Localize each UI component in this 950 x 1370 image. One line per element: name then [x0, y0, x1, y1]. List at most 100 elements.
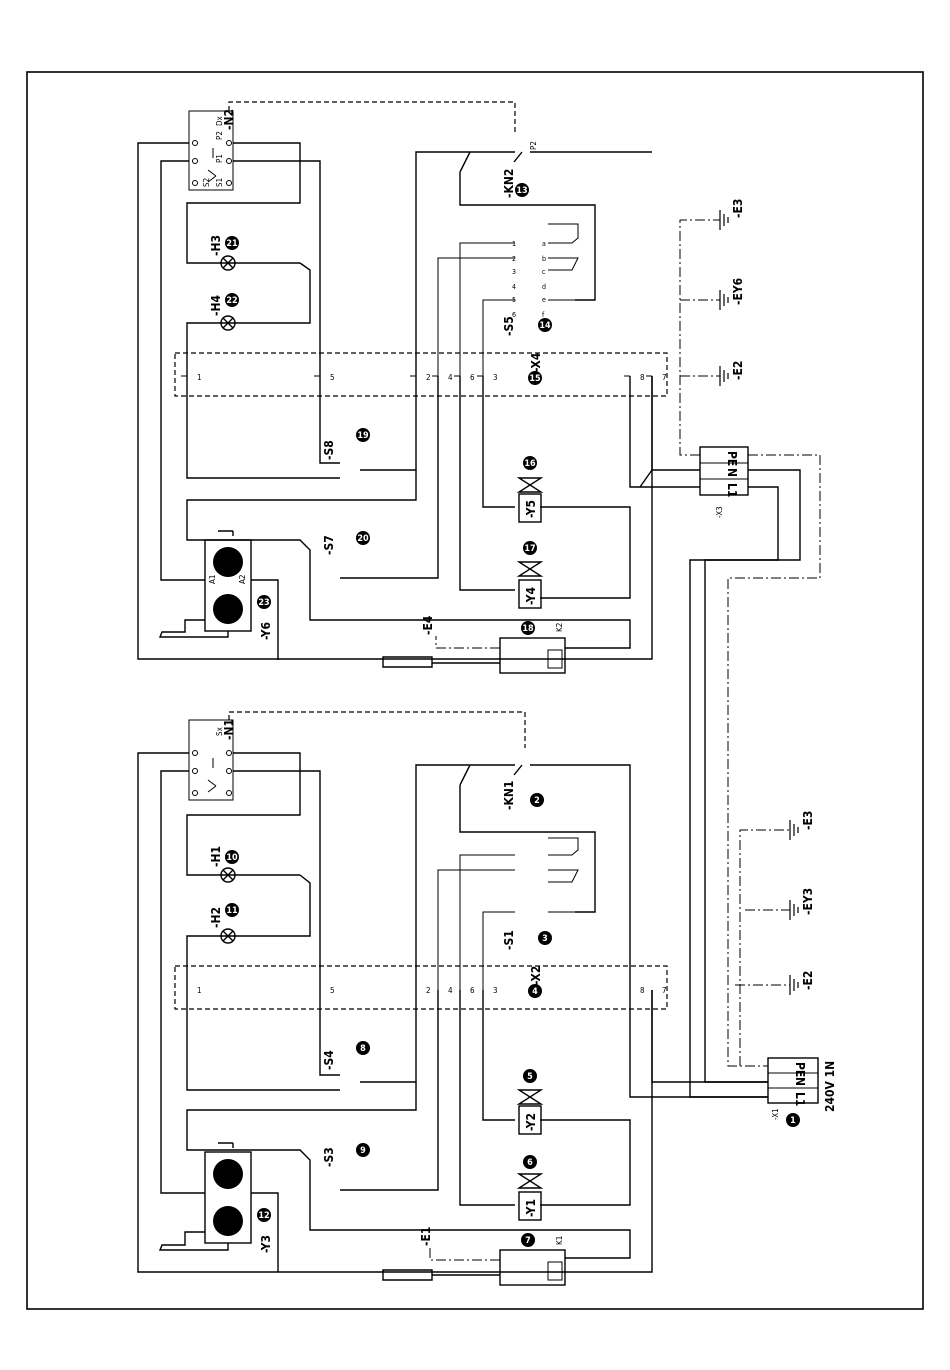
label-y4: -Y4: [524, 586, 538, 605]
s5-pin-b: b: [542, 255, 546, 263]
label-y1: -Y1: [524, 1199, 538, 1217]
pin-p2: P2: [215, 131, 224, 140]
label-s8: -S8: [322, 440, 336, 460]
label-e3-bottom: -E3: [801, 811, 815, 830]
label-x1: -X1: [771, 1108, 780, 1120]
callout-14: 14: [539, 321, 551, 331]
pin-p1: P1: [215, 154, 224, 163]
label-sx: Sx: [215, 726, 224, 736]
callout-2: 2: [534, 796, 540, 806]
x2-4: 4: [448, 986, 453, 995]
callout-12: 12: [258, 1211, 269, 1221]
label-dx: Dx: [215, 115, 224, 126]
x2-3: 3: [493, 986, 498, 995]
circuit-lower: Sx -N1 -H1 -H2 -KN1 -S1 1 5 2 4 6 3 8 7: [137, 711, 768, 1286]
x2-7: 7: [662, 986, 667, 995]
s5-pin-a: a: [542, 240, 546, 248]
y6-a2: A2: [238, 575, 247, 585]
x3-pe: PE: [725, 451, 739, 466]
label-x4: -X4: [529, 352, 543, 372]
callout-5: 5: [527, 1072, 533, 1082]
label-e1: -E1: [419, 1227, 433, 1246]
s5-pin-4: 4: [512, 283, 516, 291]
callout-7: 7: [525, 1236, 531, 1246]
label-h4: -H4: [209, 294, 223, 316]
x4-4: 4: [448, 373, 453, 382]
pin-kn2-p2: P2: [529, 141, 538, 150]
x3-l1: L1: [725, 483, 739, 497]
label-n2: -N2: [222, 109, 236, 130]
x2-2: 2: [426, 986, 431, 995]
label-e2-top: -E2: [731, 361, 745, 380]
callout-17: 17: [524, 544, 535, 554]
x1-pe: PE: [793, 1062, 807, 1077]
x4-1: 1: [197, 373, 202, 382]
s5-pin-5: 5: [512, 296, 516, 304]
callout-23: 23: [258, 598, 269, 608]
label-kn1: -KN1: [502, 781, 516, 810]
callout-13: 13: [516, 186, 527, 196]
label-y5: -Y5: [524, 500, 538, 518]
x4-2: 2: [426, 373, 431, 382]
callout-11: 11: [226, 906, 238, 916]
callouts: 1 2 3 4 5 6 7 8 9 10 11 12 13 14 15 16 1…: [225, 183, 800, 1247]
x2-6: 6: [470, 986, 475, 995]
x4-8: 8: [640, 373, 645, 382]
label-s7: -S7: [322, 535, 336, 555]
label-e4: -E4: [421, 615, 435, 635]
x2-1: 1: [197, 986, 202, 995]
label-y2: -Y2: [524, 1113, 538, 1131]
label-h2: -H2: [209, 907, 223, 928]
callout-18: 18: [522, 624, 534, 634]
thermostat-n2: [188, 110, 234, 191]
thermostat-n1: [188, 719, 234, 801]
label-kn2: -KN2: [502, 169, 516, 198]
s5-pin-c: c: [542, 268, 546, 276]
terminal-block-x3: [699, 446, 749, 496]
callout-3: 3: [542, 934, 548, 944]
label-e2-bottom: -E2: [801, 971, 815, 990]
x4-7: 7: [662, 373, 667, 382]
x4-5: 5: [330, 373, 335, 382]
x1-n: N: [793, 1077, 807, 1086]
callout-15: 15: [529, 374, 541, 384]
label-s1: -S1: [502, 930, 516, 950]
callout-6: 6: [527, 1158, 533, 1168]
s5-pin-3: 3: [512, 268, 516, 276]
label-supply: 240V 1N: [823, 1061, 837, 1112]
callout-16: 16: [524, 459, 536, 469]
pin-s1: S1: [215, 178, 224, 187]
pin-s2: S2: [202, 178, 211, 187]
callout-4: 4: [532, 987, 538, 997]
supply-section: PE N L1 -X3 PE N L1 240V 1N -X1 -E3 -EY6…: [679, 199, 837, 1120]
x2-5: 5: [330, 986, 335, 995]
label-k1: K1: [555, 1236, 564, 1245]
igniter-k2: [499, 637, 566, 674]
x4-3: 3: [493, 373, 498, 382]
s5-pin-6: 6: [512, 311, 516, 319]
s5-pin-d: d: [542, 283, 546, 291]
x2-8: 8: [640, 986, 645, 995]
circuit-upper: Dx P2 P1 S1 S2 -N2 -H3 -H4 -KN2 P2 1 2: [137, 101, 700, 674]
label-n1: -N1: [222, 719, 236, 740]
label-y3: -Y3: [259, 1235, 273, 1253]
s5-pin-f: f: [542, 311, 545, 319]
label-s4: -S4: [322, 1050, 336, 1070]
callout-9: 9: [360, 1146, 366, 1156]
label-y6: -Y6: [259, 622, 273, 640]
y6-a1: A1: [208, 575, 217, 585]
callout-22: 22: [226, 296, 237, 306]
x4-6: 6: [470, 373, 475, 382]
label-x3: -X3: [715, 506, 724, 518]
label-e3-top: -E3: [731, 199, 745, 218]
label-h3: -H3: [209, 235, 223, 256]
terminal-strip-x2: [174, 965, 668, 1010]
callout-8: 8: [360, 1044, 366, 1054]
x1-l1: L1: [793, 1092, 807, 1106]
label-ey6: -EY6: [731, 278, 745, 305]
callout-19: 19: [357, 431, 369, 441]
x3-n: N: [725, 468, 739, 477]
terminal-block-x1: [767, 1057, 819, 1104]
terminal-strip-x4: [174, 352, 668, 397]
